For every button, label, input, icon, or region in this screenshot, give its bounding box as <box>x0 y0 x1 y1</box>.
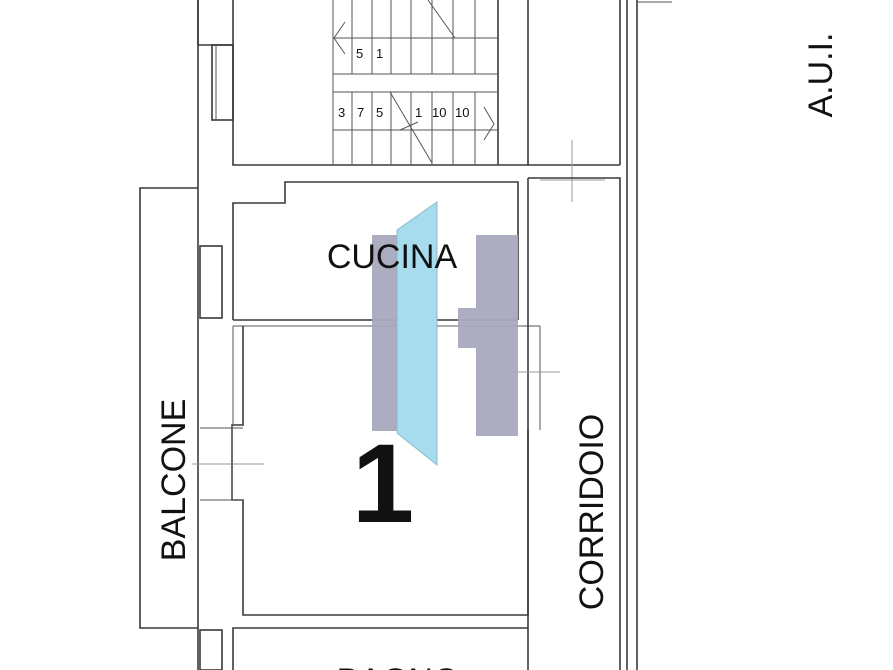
stair-steps <box>332 0 498 165</box>
stair-block: 5 1 3 7 5 1 10 10 <box>197 0 621 202</box>
step-label: 7 <box>357 105 364 120</box>
step-label: 3 <box>338 105 345 120</box>
stair-step-labels-upper: 5 1 <box>356 46 383 61</box>
room-label-corridoio: CORRIDOIO <box>573 414 611 610</box>
main-room-outline <box>192 325 541 616</box>
gray-highlight-right <box>458 235 518 436</box>
balcony-outline <box>139 187 198 629</box>
outer-walls <box>197 0 672 670</box>
step-label: 10 <box>432 105 446 120</box>
bathroom-outline <box>199 627 528 670</box>
unit-highlight <box>372 201 518 467</box>
unit-number: 1 <box>352 421 414 546</box>
stair-step-labels-lower: 3 7 5 1 10 10 <box>338 105 469 120</box>
room-label-bagno: BAGNO <box>337 662 460 670</box>
room-label-cucina: CUCINA <box>327 238 458 276</box>
step-label: 10 <box>455 105 469 120</box>
step-label: 1 <box>415 105 422 120</box>
room-label-aui: A.U.I. <box>802 32 840 117</box>
gray-highlight-left <box>372 235 397 431</box>
step-label: 5 <box>356 46 363 61</box>
step-label: 1 <box>376 46 383 61</box>
step-label: 5 <box>376 105 383 120</box>
room-label-balcone: BALCONE <box>155 399 193 562</box>
corridor-outline <box>510 177 621 670</box>
blue-highlight <box>396 201 438 467</box>
